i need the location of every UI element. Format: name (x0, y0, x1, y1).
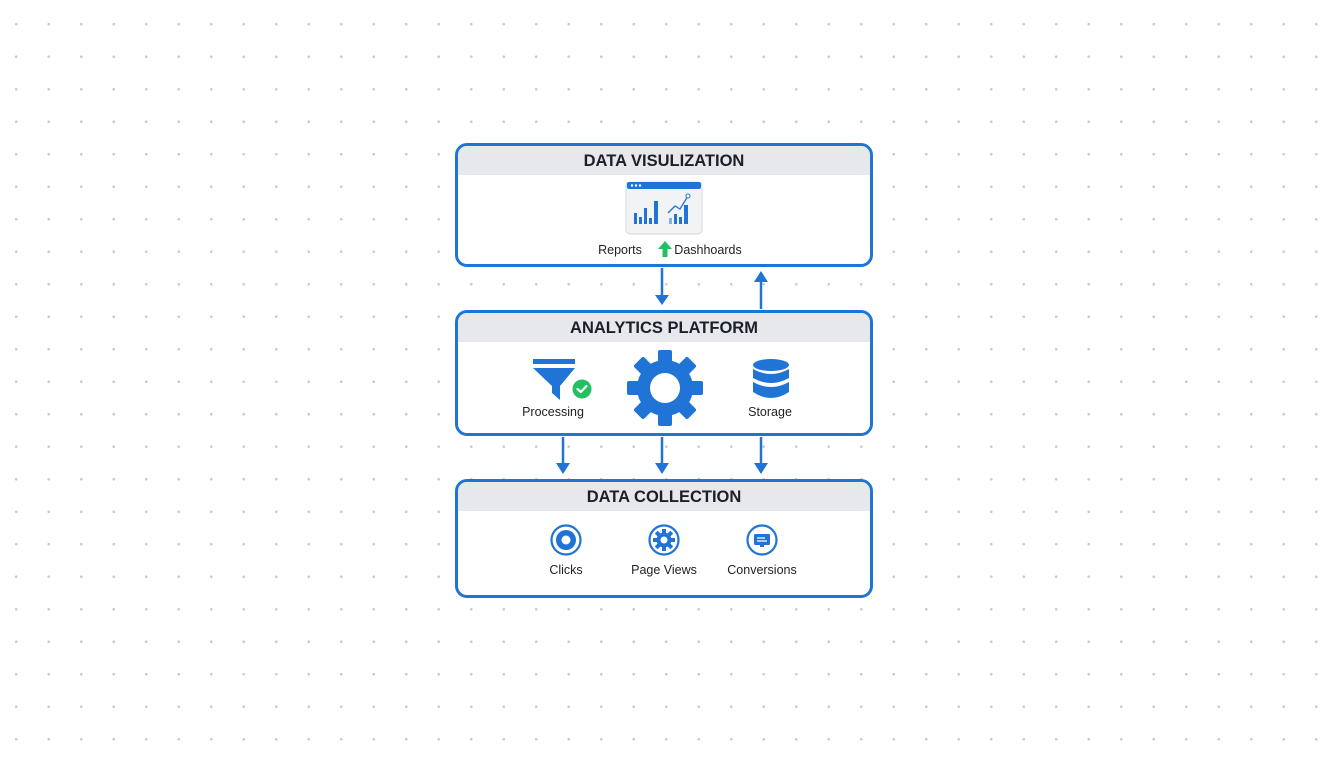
layer-title: DATA VISULIZATION (458, 146, 870, 175)
reports-label: Reports (598, 243, 642, 257)
dashboards-label: Dashhoards (674, 243, 742, 257)
data-collection-layer: DATA COLLECTION Clicks Page Views Conver… (455, 479, 873, 598)
gear-icon (627, 350, 703, 426)
clicks-label: Clicks (549, 563, 583, 577)
target-icon (550, 524, 582, 556)
data-visualization-layer: DATA VISULIZATION Reports Dashhoards (455, 143, 873, 267)
gear-circle-icon (648, 524, 680, 556)
screen-circle-icon (746, 524, 778, 556)
dashboard-chart-icon (625, 181, 703, 235)
page-views-label: Page Views (631, 563, 697, 577)
layer-title: DATA COLLECTION (458, 482, 870, 511)
processing-label: Processing (522, 405, 584, 419)
up-arrow-icon (658, 241, 672, 257)
check-circle-icon (572, 379, 592, 399)
layer-title: ANALYTICS PLATFORM (458, 313, 870, 342)
storage-label: Storage (748, 405, 792, 419)
analytics-platform-layer: ANALYTICS PLATFORM Processing Storage (455, 310, 873, 436)
database-icon (753, 359, 789, 398)
conversions-label: Conversions (727, 563, 797, 577)
funnel-icon (533, 359, 575, 400)
